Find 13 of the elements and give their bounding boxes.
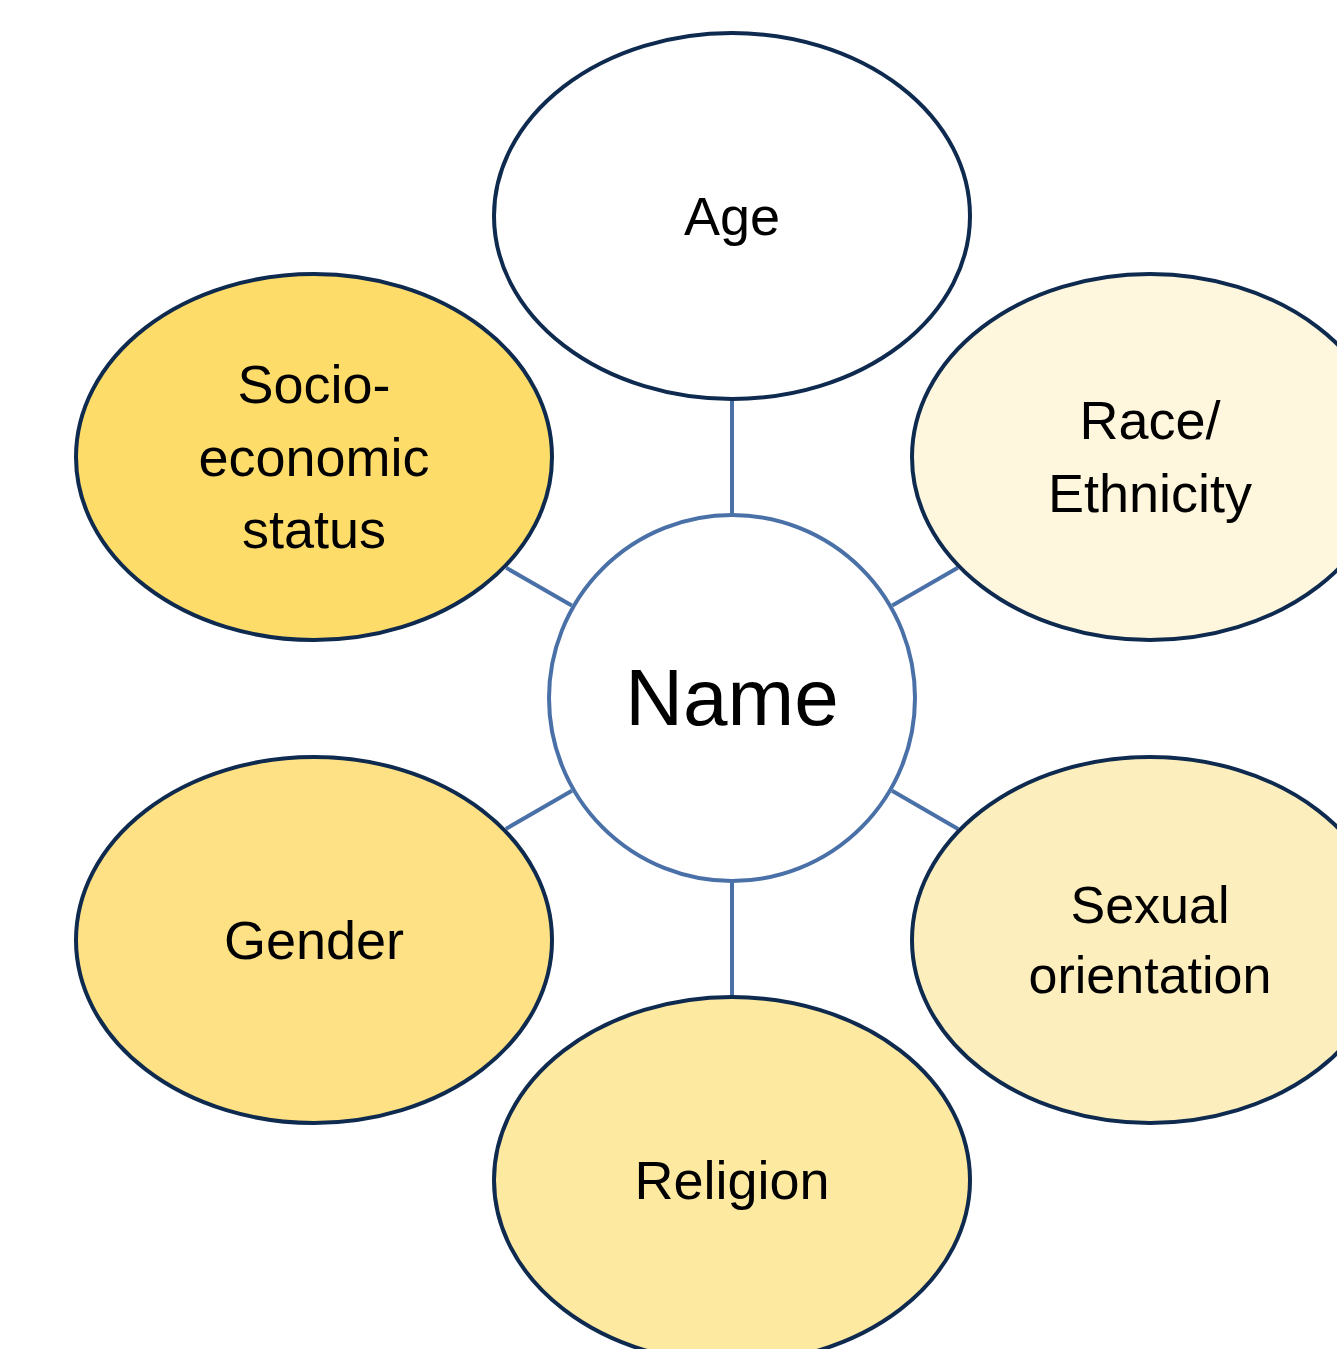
topic-label: Gender — [222, 908, 406, 972]
connector-line — [891, 788, 960, 831]
center-label: Name — [624, 652, 840, 744]
topic-label: Socio- economic status — [197, 352, 431, 562]
connector-line — [730, 401, 734, 513]
topic-label: Religion — [633, 1148, 831, 1212]
connector-line — [505, 566, 573, 608]
topic-label: Sexual orientation — [1027, 874, 1273, 1006]
topic-label: Race/ Ethnicity — [1046, 389, 1254, 525]
connector-line — [504, 788, 573, 831]
topic-label: Age — [682, 184, 782, 248]
connector-line — [730, 883, 734, 995]
connector-line — [891, 566, 959, 608]
